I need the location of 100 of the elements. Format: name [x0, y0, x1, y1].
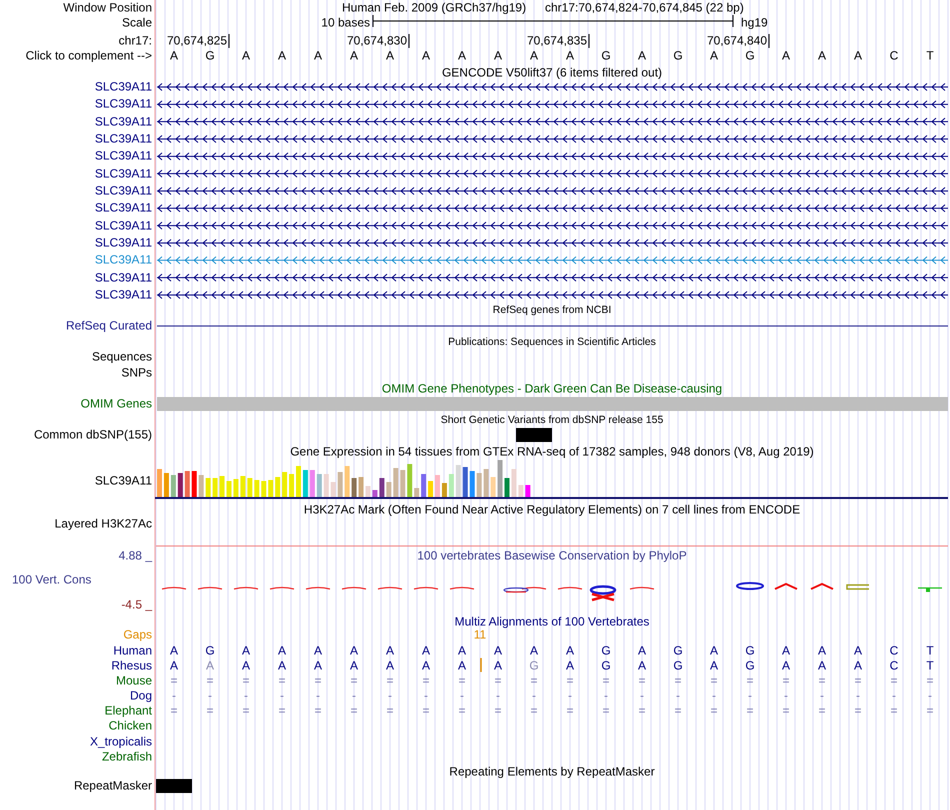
coordinate-label: 70,674,825 [166, 34, 227, 48]
base-letter: A [170, 49, 178, 63]
alignment-symbol: = [494, 704, 502, 718]
alignment-symbol: = [422, 674, 430, 688]
gene-label: SLC39A11 [94, 236, 152, 250]
gene-label: SLC39A11 [94, 184, 152, 198]
alignment-symbol: = [530, 704, 538, 718]
alignment-symbol: = [170, 674, 178, 688]
track-label: X_tropicalis [90, 735, 152, 749]
track-label: Scale [122, 16, 152, 30]
base-letter: A [854, 659, 862, 673]
track-title: 100 vertebrates Basewise Conservation by PhyloP [417, 549, 687, 563]
alignment-symbol: - [676, 689, 680, 703]
gene-label: SLC39A11 [94, 202, 152, 215]
alignment-symbol: = [926, 674, 934, 688]
base-letter: A [314, 644, 322, 658]
alignment-symbol: = [674, 704, 682, 718]
base-letter: A [638, 659, 646, 673]
base-letter: T [926, 659, 934, 673]
alignment-symbol: = [350, 674, 358, 688]
base-letter: A [278, 644, 286, 658]
base-letter: A [782, 49, 790, 63]
base-letter: A [638, 49, 646, 63]
base-letter: A [278, 659, 286, 673]
track-title: OMIM Gene Phenotypes - Dark Green Can Be Disease-causing [382, 382, 722, 396]
alignment-symbol: - [280, 689, 284, 703]
track-label: Chicken [108, 719, 152, 733]
track-title: GENCODE V50lift37 (6 items filtered out) [442, 66, 662, 80]
alignment-symbol: = [458, 674, 466, 688]
alignment-symbol: = [710, 674, 718, 688]
phenotype-bar [157, 397, 948, 411]
track-label: Elephant [104, 704, 152, 718]
alignment-symbol: = [242, 674, 250, 688]
track-label: Window Position [63, 1, 152, 15]
track-label: SLC39A11 [94, 474, 152, 488]
base-letter: A [458, 49, 466, 63]
base-letter: A [458, 644, 466, 658]
base-letter: G [601, 644, 611, 658]
base-letter: C [890, 644, 898, 658]
track-title: H3K27Ac Mark (Often Found Near Active Regulatory Elements) on 7 cell lines from ENCODE [304, 503, 800, 517]
base-letter: G [745, 659, 755, 673]
alignment-symbol: - [460, 689, 464, 703]
alignment-symbol: = [890, 674, 898, 688]
base-letter: A [242, 659, 250, 673]
track-label: Rhesus [111, 659, 152, 673]
alignment-symbol: = [170, 704, 178, 718]
track-label: Sequences [92, 350, 152, 364]
alignment-symbol: - [352, 689, 356, 703]
coordinate-label: 70,674,835 [526, 34, 587, 48]
base-letter: A [350, 49, 358, 63]
base-letter: A [782, 644, 790, 658]
alignment-symbol: = [242, 704, 250, 718]
alignment-symbol: = [206, 674, 214, 688]
alignment-symbol: = [818, 704, 826, 718]
alignment-symbol: = [530, 674, 538, 688]
track-title: Publications: Sequences in Scientific Articles [448, 337, 656, 349]
alignment-symbol: = [386, 674, 394, 688]
base-letter: A [386, 659, 394, 673]
base-letter: G [529, 659, 539, 673]
gene-label: SLC39A11 [94, 288, 152, 302]
track-label: Click to complement --> [26, 49, 152, 63]
base-letter: T [926, 644, 934, 658]
alignment-symbol: = [314, 704, 322, 718]
base-letter: A [458, 659, 466, 673]
track-label: 100 Vert. Cons [12, 573, 92, 587]
axis-label: -4.5 _ [121, 598, 152, 612]
track-label: Layered H3K27Ac [54, 517, 152, 531]
alignment-symbol: - [928, 689, 932, 703]
alignment-symbol: = [890, 704, 898, 718]
alignment-symbol: = [854, 704, 862, 718]
alignment-symbol: - [604, 689, 608, 703]
alignment-symbol: = [602, 674, 610, 688]
base-letter: A [314, 659, 322, 673]
alignment-symbol: = [566, 704, 574, 718]
base-letter: A [494, 659, 502, 673]
gene-label: SLC39A11 [94, 219, 152, 232]
base-letter: A [242, 644, 250, 658]
track-label: OMIM Genes [80, 397, 152, 411]
alignment-symbol: = [782, 674, 790, 688]
track-label: RefSeq Curated [66, 319, 152, 333]
alignment-symbol: = [494, 674, 502, 688]
alignment-symbol: - [568, 689, 572, 703]
base-letter: A [350, 659, 358, 673]
base-letter: C [890, 49, 898, 63]
coordinate-label: 70,674,830 [346, 34, 407, 48]
base-letter: A [422, 644, 430, 658]
track-title: Multiz Alignments of 100 Vertebrates [454, 615, 650, 629]
scale-label: 10 bases [321, 16, 370, 30]
track-label: RepeatMasker [74, 779, 152, 793]
gene-label: SLC39A11 [94, 80, 152, 94]
track-label: Common dbSNP(155) [34, 428, 152, 442]
alignment-symbol: = [674, 674, 682, 688]
alignment-symbol: = [602, 704, 610, 718]
base-letter: A [566, 659, 574, 673]
gene-label: SLC39A11 [94, 271, 152, 284]
alignment-symbol: = [206, 704, 214, 718]
base-letter: A [386, 644, 394, 658]
alignment-symbol: = [818, 674, 826, 688]
gene-label: SLC39A11 [94, 254, 152, 267]
position-range-text: chr17:70,674,824-70,674,845 (22 bp) [545, 1, 744, 15]
